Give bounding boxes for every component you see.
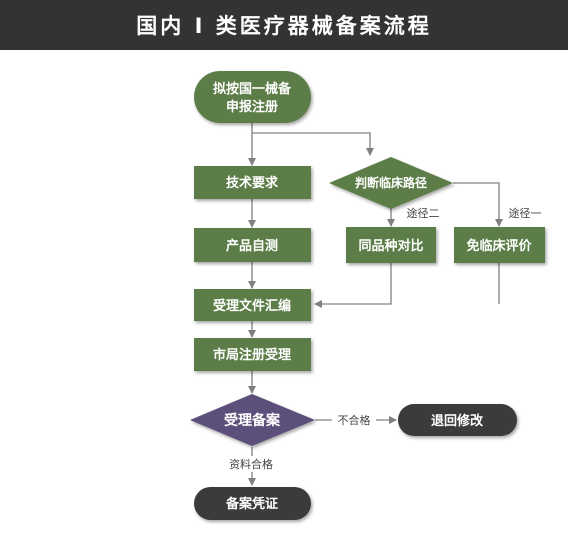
svg-text:途径二: 途径二 — [407, 206, 440, 220]
node-self-test[interactable]: 产品自测 — [194, 228, 311, 262]
title-bar: 国内 I 类医疗器械备案流程 — [0, 0, 568, 50]
svg-text:受理备案: 受理备案 — [224, 412, 281, 429]
edge-label-path-two: 途径二 — [402, 205, 444, 221]
edge-judge-to-exempt — [453, 182, 503, 227]
svg-text:受理文件汇编: 受理文件汇编 — [213, 298, 291, 314]
svg-text:拟按国一械备: 拟按国一械备 — [213, 81, 292, 97]
svg-text:途径一: 途径一 — [509, 206, 542, 220]
node-judge-clinical-path[interactable]: 判断临床路径 — [329, 157, 453, 209]
edge-label-unqualified: 不合格 — [332, 412, 376, 428]
svg-text:不合格: 不合格 — [338, 413, 371, 427]
page-title: 国内 I 类医疗器械备案流程 — [136, 14, 432, 38]
edge-start-to-judge — [252, 132, 374, 156]
node-certificate[interactable]: 备案凭证 — [194, 487, 311, 520]
node-tech-requirements[interactable]: 技术要求 — [194, 166, 311, 199]
node-accept-filing[interactable]: 受理备案 — [190, 394, 315, 446]
svg-text:技术要求: 技术要求 — [226, 175, 279, 191]
svg-text:退回修改: 退回修改 — [431, 413, 484, 429]
edge-label-qualified: 资料合格 — [222, 456, 280, 472]
svg-text:同品种对比: 同品种对比 — [358, 238, 423, 254]
svg-text:资料合格: 资料合格 — [229, 457, 273, 471]
svg-text:申报注册: 申报注册 — [226, 99, 278, 115]
node-doc-summary[interactable]: 受理文件汇编 — [194, 289, 311, 321]
svg-text:判断临床路径: 判断临床路径 — [355, 175, 427, 190]
svg-text:免临床评价: 免临床评价 — [466, 238, 532, 254]
svg-text:备案凭证: 备案凭证 — [225, 496, 278, 512]
svg-text:市局注册受理: 市局注册受理 — [213, 347, 291, 363]
node-start[interactable]: 拟按国一械备 申报注册 — [194, 71, 311, 123]
edge-same-to-summary — [314, 263, 392, 308]
svg-text:产品自测: 产品自测 — [226, 238, 278, 254]
node-exempt-clinical[interactable]: 免临床评价 — [454, 227, 545, 263]
node-return-modify[interactable]: 退回修改 — [398, 404, 517, 436]
node-city-accept[interactable]: 市局注册受理 — [194, 338, 311, 371]
node-same-product-compare[interactable]: 同品种对比 — [346, 227, 436, 263]
edge-label-path-one: 途径一 — [504, 205, 546, 221]
